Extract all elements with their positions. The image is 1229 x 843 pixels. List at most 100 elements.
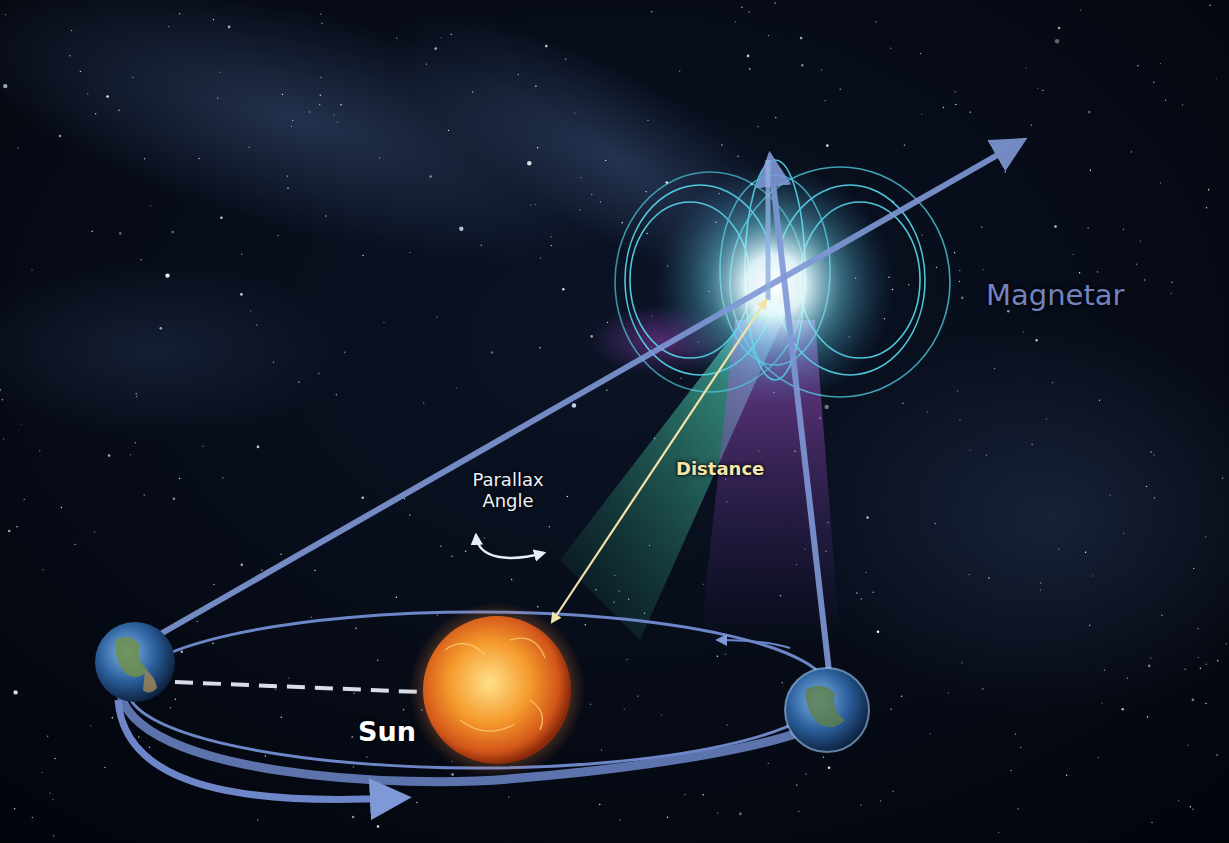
star	[684, 794, 685, 795]
star	[856, 592, 857, 593]
earth-right	[785, 668, 869, 752]
star	[179, 478, 180, 479]
star	[135, 442, 136, 443]
star	[17, 147, 18, 148]
star	[61, 507, 62, 508]
star	[118, 110, 119, 111]
star	[24, 499, 25, 500]
star	[1010, 770, 1011, 771]
star	[782, 682, 783, 683]
star	[1087, 227, 1088, 228]
star	[585, 624, 586, 625]
star	[484, 537, 485, 538]
star	[1040, 590, 1041, 591]
star	[1080, 10, 1081, 11]
star	[1098, 757, 1099, 758]
star	[539, 347, 540, 348]
star	[1035, 339, 1038, 342]
star	[1205, 536, 1206, 537]
star	[1151, 822, 1152, 823]
star	[181, 650, 184, 653]
sight-line	[150, 145, 1015, 640]
star	[1192, 808, 1193, 809]
star	[565, 58, 566, 59]
star	[377, 660, 378, 661]
star	[112, 717, 113, 718]
star	[721, 144, 722, 145]
star	[968, 574, 969, 575]
star	[545, 45, 548, 48]
star	[74, 544, 75, 545]
star	[959, 270, 960, 271]
star	[318, 373, 319, 374]
star	[423, 402, 424, 403]
star	[49, 792, 50, 793]
star	[1154, 497, 1155, 498]
star	[741, 7, 742, 8]
star	[1193, 568, 1194, 569]
star	[222, 477, 223, 478]
star	[647, 120, 648, 121]
star	[591, 194, 592, 195]
star	[1042, 90, 1043, 91]
sun	[423, 616, 571, 764]
star	[1101, 702, 1102, 703]
star	[3, 438, 4, 439]
star	[626, 659, 627, 660]
star	[936, 267, 937, 268]
star	[1058, 549, 1059, 550]
star	[87, 93, 88, 94]
star	[877, 631, 880, 634]
star	[840, 89, 841, 90]
star	[902, 403, 903, 404]
star	[1165, 100, 1166, 101]
star	[170, 707, 171, 708]
star	[52, 799, 53, 800]
star	[1037, 88, 1038, 89]
star	[69, 55, 70, 56]
star	[798, 811, 799, 812]
star	[41, 772, 42, 773]
star	[199, 158, 200, 159]
star	[527, 161, 531, 165]
star	[1097, 271, 1098, 272]
star	[257, 819, 258, 820]
star	[572, 403, 576, 407]
star	[217, 98, 218, 99]
star	[1144, 279, 1145, 280]
star	[465, 551, 466, 552]
earth-left	[95, 622, 175, 702]
sun-flares	[445, 638, 545, 731]
star	[212, 643, 213, 644]
star	[567, 496, 568, 497]
star	[680, 378, 681, 379]
star	[456, 387, 457, 388]
star	[228, 26, 231, 29]
star	[775, 2, 776, 3]
star	[219, 72, 220, 73]
star	[21, 423, 22, 424]
star	[1025, 67, 1026, 68]
star	[1185, 669, 1186, 670]
object-label: Magnetar	[986, 279, 1125, 312]
star	[1085, 552, 1086, 553]
star	[892, 791, 893, 792]
star	[481, 245, 482, 246]
star	[726, 724, 727, 725]
star	[955, 104, 956, 105]
star	[287, 188, 288, 189]
star	[426, 63, 427, 64]
star	[1160, 63, 1161, 64]
star	[988, 577, 989, 578]
star	[451, 34, 452, 35]
star	[340, 104, 341, 105]
star	[970, 111, 971, 112]
star	[717, 656, 718, 657]
star	[534, 204, 535, 205]
star	[828, 766, 831, 769]
star	[1192, 698, 1195, 701]
star	[651, 11, 652, 12]
star	[256, 324, 257, 325]
star	[1123, 229, 1124, 230]
